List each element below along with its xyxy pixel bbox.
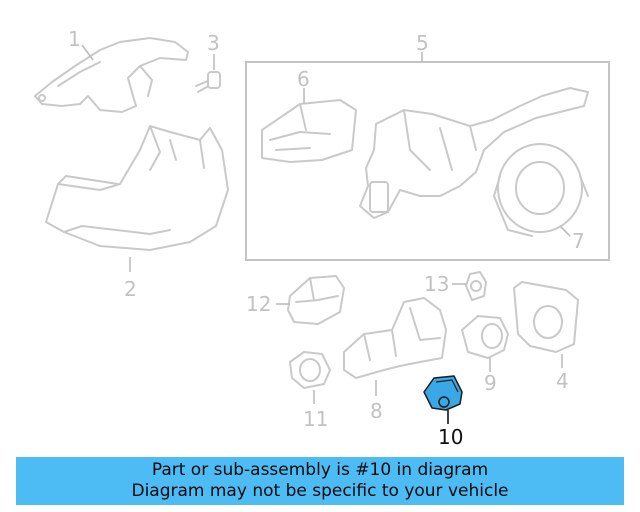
- callout-13: 13: [424, 272, 449, 296]
- part-9-lock-cylinder: [461, 315, 509, 359]
- callout-12: 12: [246, 292, 271, 316]
- part-2-lower-shroud: [45, 125, 229, 251]
- callout-11: 11: [303, 407, 328, 431]
- part-7-clockspring: [493, 143, 589, 237]
- part-10-ignition-switch-highlighted: [423, 375, 463, 411]
- callout-3: 3: [207, 31, 220, 55]
- part-5-group-frame: [245, 61, 610, 261]
- callout-5: 5: [416, 31, 429, 55]
- callout-2: 2: [124, 277, 137, 301]
- part-6-connector-bracket: [261, 99, 357, 163]
- callout-7: 7: [572, 229, 585, 253]
- callout-1: 1: [68, 27, 81, 51]
- part-1-upper-shroud: [34, 37, 189, 113]
- multifunction-switch-assembly: [359, 87, 589, 219]
- part-13-ring: [465, 271, 487, 301]
- part-11-collar: [289, 351, 331, 389]
- part-4-bezel-plate: [513, 281, 579, 353]
- leader-7: [559, 225, 571, 237]
- callout-8: 8: [370, 399, 383, 423]
- part-8-lock-housing: [343, 297, 447, 379]
- callout-6: 6: [297, 67, 310, 91]
- part-12-switch-module: [287, 275, 345, 325]
- banner-line-1: Part or sub-assembly is #10 in diagram: [151, 460, 489, 480]
- banner-line-2: Diagram may not be specific to your vehi…: [131, 481, 509, 501]
- callout-9: 9: [484, 371, 497, 395]
- callout-10: 10: [438, 425, 463, 449]
- callout-4: 4: [556, 369, 569, 393]
- leader-1: [81, 44, 94, 61]
- info-banner: Part or sub-assembly is #10 in diagram D…: [16, 457, 624, 505]
- part-3-screw: [195, 71, 221, 93]
